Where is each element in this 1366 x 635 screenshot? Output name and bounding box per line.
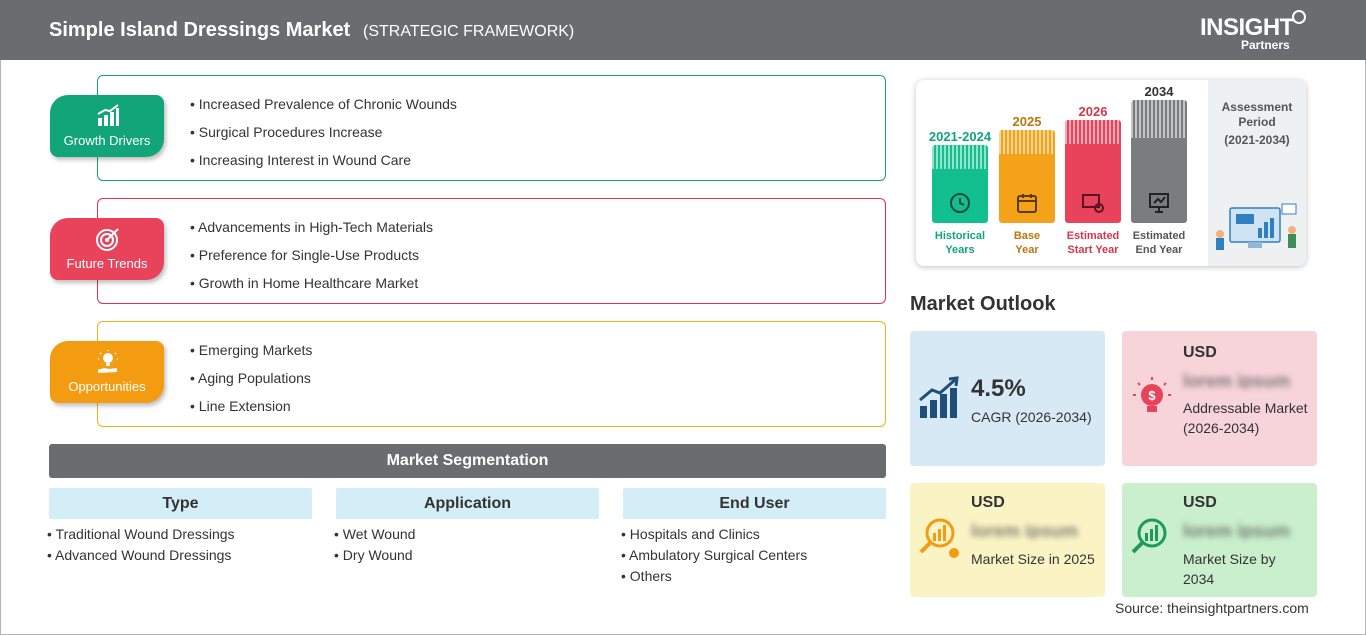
svg-text:$: $ bbox=[1148, 388, 1156, 403]
list-item: Surgical Procedures Increase bbox=[190, 122, 457, 150]
logo-main-text: INSIGHT bbox=[1200, 14, 1294, 41]
timeline-year: 2025 bbox=[1012, 114, 1042, 129]
timeline-label: Estimated End Year bbox=[1122, 229, 1196, 257]
segment-application-list: Wet Wound Dry Wound bbox=[334, 524, 416, 566]
list-item: Others bbox=[621, 566, 807, 587]
list-item: Line Extension bbox=[190, 396, 312, 424]
list-item: Increased Prevalence of Chronic Wounds bbox=[190, 94, 457, 122]
growth-drivers-badge: Growth Drivers bbox=[50, 95, 164, 157]
lightbulb-dollar-icon: $ bbox=[1133, 377, 1171, 412]
timeline-label: Base Year bbox=[990, 229, 1064, 257]
market-size-2025-label: Market Size in 2025 bbox=[971, 551, 1095, 567]
market-size-2025-card: USD lorem ipsum Market Size in 2025 bbox=[910, 483, 1105, 597]
opportunities-panel: Emerging Markets Aging Populations Line … bbox=[97, 321, 886, 427]
growth-chart-icon bbox=[919, 376, 959, 418]
calendar-icon bbox=[1017, 194, 1037, 213]
timeline-label-line: Base bbox=[1013, 230, 1041, 242]
page-subtitle: (STRATEGIC FRAMEWORK) bbox=[363, 23, 575, 40]
bar-chart-icon bbox=[97, 104, 119, 126]
timeline-label-line: End Year bbox=[1135, 244, 1183, 256]
magnifier-chart-icon bbox=[919, 518, 959, 558]
target-icon bbox=[96, 228, 119, 251]
opportunities-badge: Opportunities bbox=[50, 341, 164, 403]
timeline-year: 2034 bbox=[1144, 84, 1174, 99]
page-title: Simple Island Dressings Market bbox=[49, 19, 351, 41]
assessment-range: (2021-2034) bbox=[1224, 133, 1290, 147]
market-size-2034-card: USD lorem ipsum Market Size by 2034 bbox=[1122, 483, 1317, 597]
blurred-value: lorem ipsum bbox=[1183, 521, 1291, 539]
timeline-label-line: Year bbox=[1015, 244, 1039, 256]
market-size-2034-label: Market Size by 2034 bbox=[1183, 551, 1276, 587]
list-item: Aging Populations bbox=[190, 368, 312, 396]
usd-label: USD bbox=[971, 494, 1005, 511]
logo-loop-icon bbox=[1292, 10, 1306, 24]
addressable-market-label: Addressable Market (2026-2034) bbox=[1183, 400, 1308, 436]
timeline-label: Historical Years bbox=[922, 229, 998, 257]
lightbulb-hand-icon bbox=[98, 350, 118, 373]
cagr-label: CAGR (2026-2034) bbox=[971, 409, 1092, 425]
list-item: Advanced Wound Dressings bbox=[47, 545, 235, 566]
logo-partners-text: Partners bbox=[1241, 38, 1290, 52]
badge-label: Growth Drivers bbox=[63, 133, 151, 148]
segment-type-head: Type bbox=[49, 488, 312, 519]
timeline-year: 2021-2024 bbox=[928, 129, 992, 144]
growth-drivers-panel: Increased Prevalence of Chronic Wounds S… bbox=[97, 75, 886, 181]
timeline-label-line: Start Year bbox=[1067, 244, 1119, 256]
blurred-value: lorem ipsum bbox=[1183, 371, 1291, 389]
timeline-label: Estimated Start Year bbox=[1056, 229, 1130, 257]
addressable-market-card: $ USD lorem ipsum Addressable Market (20… bbox=[1122, 331, 1317, 466]
timeline-bar-base bbox=[999, 130, 1055, 223]
segment-application-head: Application bbox=[336, 488, 599, 519]
list-item: Growth in Home Healthcare Market bbox=[190, 273, 433, 301]
growth-drivers-list: Increased Prevalence of Chronic Wounds S… bbox=[190, 94, 457, 178]
source-credit[interactable]: Source: theinsightpartners.com bbox=[1115, 600, 1309, 616]
start-icon bbox=[1082, 194, 1104, 213]
market-outlook-title: Market Outlook bbox=[910, 293, 1056, 315]
badge-label: Opportunities bbox=[68, 379, 146, 394]
timeline-bar-start bbox=[1065, 120, 1121, 223]
segment-end-user-list: Hospitals and Clinics Ambulatory Surgica… bbox=[621, 524, 807, 587]
list-item: Hospitals and Clinics bbox=[621, 524, 807, 545]
presentation-icon bbox=[1149, 193, 1169, 213]
history-icon bbox=[950, 193, 970, 213]
future-trends-list: Advancements in High-Tech Materials Pref… bbox=[190, 217, 433, 301]
company-logo[interactable]: INSIGHT Partners bbox=[1190, 10, 1315, 54]
magnifier-chart-icon bbox=[1131, 518, 1167, 554]
assessment-title: Assessment Period bbox=[1221, 100, 1293, 129]
list-item: Dry Wound bbox=[334, 545, 415, 566]
blurred-value: lorem ipsum bbox=[971, 521, 1079, 539]
segment-end-user-head: End User bbox=[623, 488, 886, 519]
list-item: Preference for Single-Use Products bbox=[190, 245, 433, 273]
cagr-card: 4.5% CAGR (2026-2034) bbox=[910, 331, 1105, 466]
list-item: Emerging Markets bbox=[190, 340, 313, 368]
list-item: Ambulatory Surgical Centers bbox=[621, 545, 807, 566]
timeline-bar-end bbox=[1131, 100, 1187, 223]
timeline-label-line: Historical bbox=[934, 230, 986, 242]
timeline-bar-historical bbox=[932, 145, 988, 223]
timeline-label-line: Years bbox=[945, 244, 975, 256]
header-bar: Simple Island Dressings Market (STRATEGI… bbox=[0, 0, 1366, 60]
badge-label: Future Trends bbox=[66, 256, 148, 271]
list-item: Advancements in High-Tech Materials bbox=[190, 217, 433, 245]
list-item: Increasing Interest in Wound Care bbox=[190, 150, 457, 178]
timeline-label-line: Estimated bbox=[1066, 230, 1120, 242]
timeline-label-line: Estimated bbox=[1132, 230, 1186, 242]
future-trends-badge: Future Trends bbox=[50, 218, 164, 280]
timeline-year: 2026 bbox=[1078, 104, 1108, 119]
list-item: Traditional Wound Dressings bbox=[47, 524, 235, 545]
list-item: Wet Wound bbox=[334, 524, 416, 545]
opportunities-list: Emerging Markets Aging Populations Line … bbox=[190, 340, 312, 424]
segmentation-header: Market Segmentation bbox=[49, 444, 886, 478]
analytics-illustration-icon bbox=[1216, 203, 1297, 250]
usd-label: USD bbox=[1183, 494, 1217, 511]
future-trends-panel: Advancements in High-Tech Materials Pref… bbox=[97, 198, 886, 304]
segment-type-list: Traditional Wound Dressings Advanced Wou… bbox=[47, 524, 235, 566]
cagr-value: 4.5% bbox=[971, 375, 1026, 402]
usd-label: USD bbox=[1183, 344, 1217, 361]
